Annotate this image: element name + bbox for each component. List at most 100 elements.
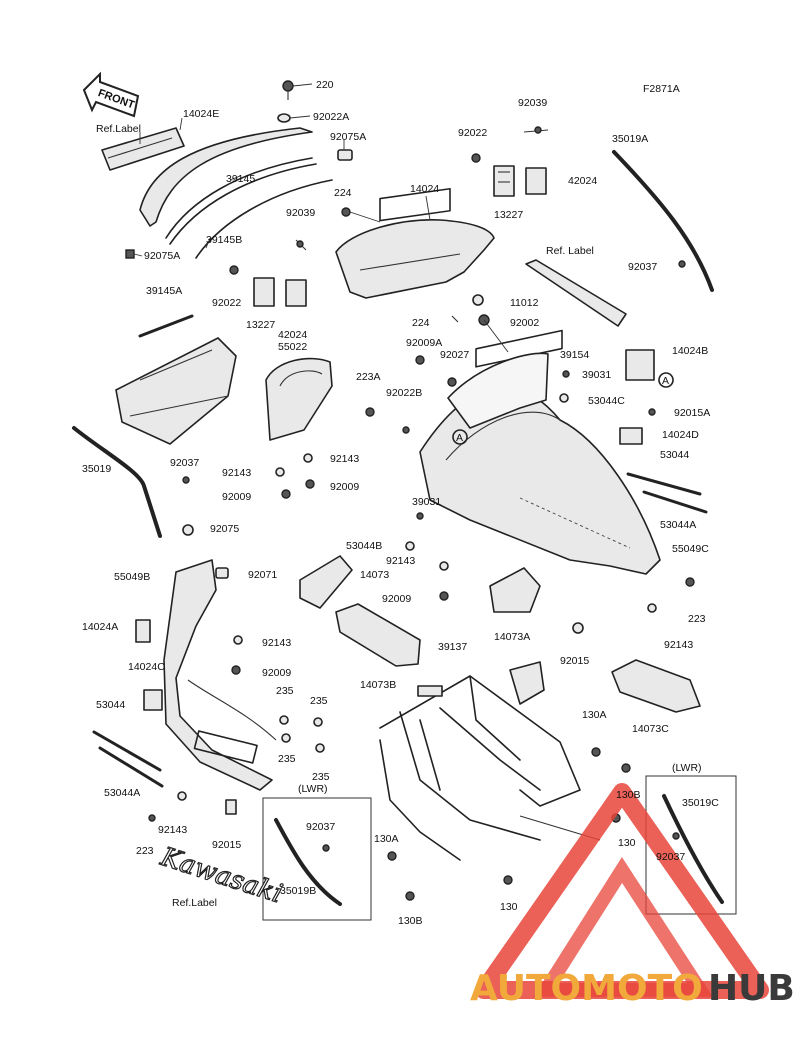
screw-92009-c <box>439 591 449 601</box>
callout-13227-2: 13227 <box>246 319 275 331</box>
callout-14073C: 14073C <box>632 723 669 735</box>
grommet-235-a <box>279 715 289 725</box>
strip-53044 <box>626 472 702 496</box>
grommet-92143-d <box>647 603 657 613</box>
callout-39031-2: 39031 <box>412 496 441 508</box>
callout-14024: 14024 <box>410 183 439 195</box>
strip-39145 <box>165 157 317 245</box>
bolt-223-left <box>148 814 156 822</box>
clip-92015-lower <box>225 799 237 815</box>
lwr-box-left <box>262 797 372 921</box>
callout-92022-2: 92022 <box>212 297 241 309</box>
callout-223-1: 223 <box>688 613 706 625</box>
callout-14024D: 14024D <box>662 429 699 441</box>
callout-14024E: 14024E <box>183 108 219 120</box>
callout-42024-2: 42024 <box>278 329 307 341</box>
callout-92009-1: 92009 <box>222 491 251 503</box>
ref-mark-a-right <box>658 372 674 388</box>
callout-92015A: 92015A <box>674 407 710 419</box>
lwr-box-right <box>645 775 737 915</box>
callout-235-1: 235 <box>276 685 294 697</box>
lower-fairing-55049b <box>163 559 277 791</box>
callout-ref-label-1: Ref.Label <box>96 123 141 135</box>
grommet-92075 <box>182 524 194 536</box>
strip-53044-lower <box>92 730 162 772</box>
meter-panel-14024 <box>335 187 495 299</box>
callout-53044A: 53044A <box>660 519 696 531</box>
callout-92143-6: 92143 <box>158 824 187 836</box>
duct-14073 <box>299 555 353 609</box>
callout-130A-1: 130A <box>582 709 607 721</box>
bolt-224-top <box>341 207 351 217</box>
bolt-223-right <box>685 577 695 587</box>
screw-92009-a <box>281 489 291 499</box>
callout-92009-4: 92009 <box>262 667 291 679</box>
callout-130B-2: 130B <box>398 915 423 927</box>
callout-92039-2: 92039 <box>286 207 315 219</box>
callout-92009-3: 92009 <box>382 593 411 605</box>
figure-code: F2871A <box>643 83 680 95</box>
screw-92009-d <box>231 665 241 675</box>
callout-35019: 35019 <box>82 463 111 475</box>
callout-ref-label-3: Ref.Label <box>172 897 217 909</box>
bracket-cluster-left <box>229 239 307 307</box>
clip-39031-b <box>416 512 424 520</box>
callout-223A: 223A <box>356 371 381 383</box>
grommet-92015 <box>572 622 584 634</box>
grommet-92143-c <box>439 561 449 571</box>
callout-223-2: 223 <box>136 845 154 857</box>
ref-label-plate-top <box>101 127 185 171</box>
trim-35019a <box>612 150 714 292</box>
callout-53044B: 53044B <box>346 540 382 552</box>
callout-35019B: 35019B <box>280 885 316 897</box>
lwr-label-left: (LWR) <box>298 783 328 795</box>
callout-14073B: 14073B <box>360 679 396 691</box>
callout-35019C: 35019C <box>682 797 719 809</box>
front-arrow-icon: FRONT <box>82 71 140 118</box>
callout-39145B: 39145B <box>206 234 242 246</box>
callout-13227-1: 13227 <box>494 209 523 221</box>
callout-130-1: 130 <box>618 837 636 849</box>
grommet-92143-b <box>303 453 313 463</box>
ref-mark-a-left <box>452 429 468 445</box>
grommet-92143-e <box>233 635 243 645</box>
trim-14024e <box>139 127 313 227</box>
duct-14073b <box>335 603 421 667</box>
callout-14024C: 14024C <box>128 661 165 673</box>
callout-92002: 92002 <box>510 317 539 329</box>
callout-35019A: 35019A <box>612 133 648 145</box>
callout-39154: 39154 <box>560 349 589 361</box>
callout-39145A: 39145A <box>146 285 182 297</box>
callout-92015-2: 92015 <box>212 839 241 851</box>
callout-14073: 14073 <box>360 569 389 581</box>
bracket-cluster-upper-right <box>471 126 549 197</box>
cover-14024b <box>625 349 655 381</box>
callout-39137: 39137 <box>438 641 467 653</box>
grommet-235-d <box>315 743 325 753</box>
callout-92071: 92071 <box>248 569 277 581</box>
grommet-92143-f <box>177 791 187 801</box>
strip-39145a <box>138 314 194 338</box>
callout-92022A: 92022A <box>313 111 349 123</box>
bolt-130a-right <box>591 747 601 757</box>
callout-92009A: 92009A <box>406 337 442 349</box>
watermark-text-hub: HUB <box>708 968 795 1009</box>
inner-box-left <box>115 337 237 445</box>
watermark-logo: AUTOMOTO HUB <box>470 783 795 1009</box>
callout-130-2: 130 <box>500 901 518 913</box>
screen-39154 <box>447 352 549 429</box>
callout-92143-2: 92143 <box>330 453 359 465</box>
callout-14073A: 14073A <box>494 631 530 643</box>
strip-39145b <box>195 179 333 259</box>
small-parts-top <box>125 80 353 259</box>
ref-mark-a-right-text: A <box>662 375 669 387</box>
lwr-label-right: (LWR) <box>672 762 702 774</box>
callout-224-1: 224 <box>334 187 352 199</box>
nut-92022b <box>402 426 410 434</box>
callout-235-4: 235 <box>312 771 330 783</box>
callout-220: 220 <box>316 79 334 91</box>
callout-14024A: 14024A <box>82 621 118 633</box>
callout-92037-3: 92037 <box>306 821 335 833</box>
duct-14073c <box>611 659 701 713</box>
